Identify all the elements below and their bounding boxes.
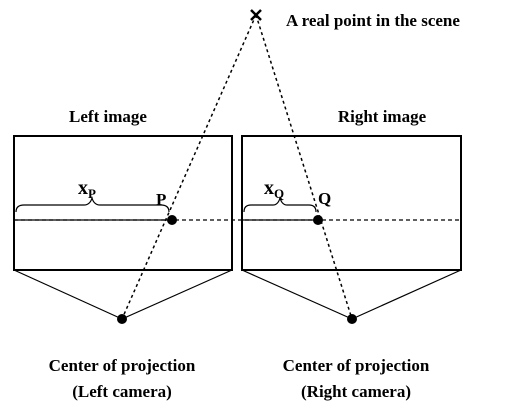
right-camera-caption-line2: (Right camera) xyxy=(301,382,411,401)
left-image-frame xyxy=(13,135,233,271)
scene-point-label: A real point in the scene xyxy=(286,11,460,30)
right-camera-frustum xyxy=(241,269,462,320)
left-projection-ray xyxy=(121,14,257,320)
right-projection-ray xyxy=(255,14,353,320)
left-camera-caption-line1: Center of projection xyxy=(49,356,196,375)
right-image-point-dot-icon xyxy=(313,215,323,225)
left-camera-center-dot-icon xyxy=(117,314,127,324)
left-distance-brace xyxy=(15,195,170,213)
right-distance-brace xyxy=(243,195,317,213)
left-point-label: P xyxy=(156,190,166,209)
left-image-title: Left image xyxy=(69,107,147,126)
left-image-point-dot-icon xyxy=(167,215,177,225)
left-distance-label: xP xyxy=(78,177,96,201)
right-camera-center-dot-icon xyxy=(347,314,357,324)
right-point-label: Q xyxy=(318,189,331,208)
right-image-frame xyxy=(241,135,462,271)
left-camera-frustum xyxy=(13,269,233,320)
right-image-title: Right image xyxy=(338,107,427,126)
left-camera-caption-line2: (Left camera) xyxy=(72,382,172,401)
right-distance-label: xQ xyxy=(264,177,284,201)
right-camera-caption-line1: Center of projection xyxy=(283,356,430,375)
